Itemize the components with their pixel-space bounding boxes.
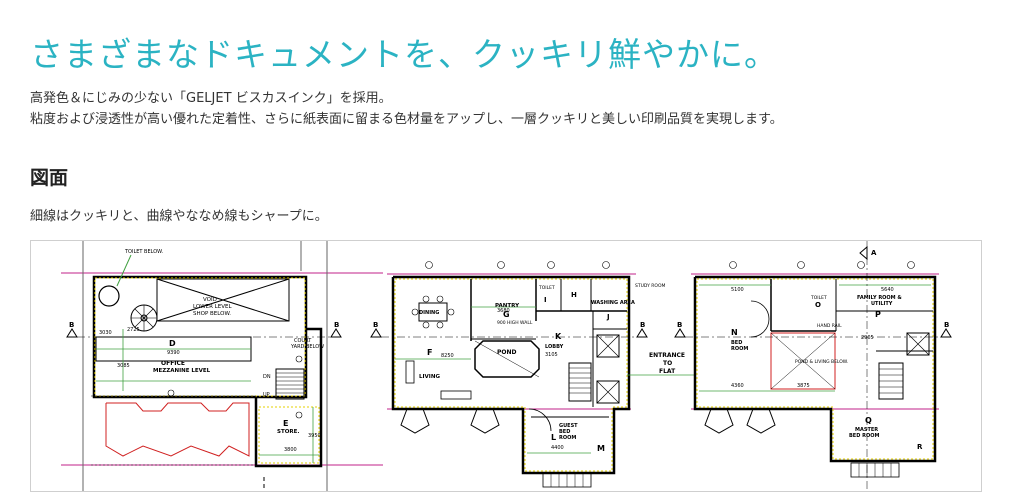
floor-plan-upper-level: N BED ROOM 5100 4360 POND & LIVING BELOW… (674, 241, 952, 491)
svg-text:3875: 3875 (797, 383, 810, 389)
svg-text:3680: 3680 (497, 308, 510, 314)
svg-text:B: B (69, 321, 74, 329)
svg-text:2905: 2905 (861, 335, 874, 341)
svg-text:N: N (731, 328, 738, 337)
entrance-label: ENTRANCE TO FLAT (627, 352, 695, 376)
svg-text:P: P (875, 310, 881, 319)
svg-text:L: L (551, 433, 556, 442)
svg-text:E: E (283, 419, 288, 428)
svg-text:2725: 2725 (127, 327, 140, 333)
svg-text:FAMILY ROOM &: FAMILY ROOM & (857, 295, 902, 301)
svg-text:3105: 3105 (545, 352, 558, 358)
svg-text:J: J (606, 313, 610, 321)
svg-text:5100: 5100 (731, 287, 744, 293)
svg-text:COURT: COURT (294, 338, 312, 344)
svg-text:Q: Q (865, 416, 872, 425)
svg-text:SHOP BELOW.: SHOP BELOW. (193, 311, 231, 317)
svg-text:G: G (503, 310, 510, 319)
svg-text:900 HIGH WALL: 900 HIGH WALL (497, 320, 533, 326)
svg-text:MASTER: MASTER (855, 427, 878, 433)
page-headline: さまざまなドキュメントを、クッキリ鮮やかに。 (30, 35, 778, 74)
intro-line-2: 粘度および浸透性が高い優れた定着性、さらに紙表面に留まる色材量をアップし、一層ク… (30, 112, 783, 127)
svg-text:I: I (544, 296, 547, 304)
floor-plan-mezzanine: TOILET BELOW. VOID LOWER LEVEL SHOP BELO… (61, 241, 383, 491)
svg-text:B: B (640, 321, 645, 329)
svg-text:YARD BELOW: YARD BELOW (290, 344, 324, 350)
svg-text:LOBBY: LOBBY (545, 344, 564, 350)
svg-text:WASHING AREA: WASHING AREA (591, 300, 635, 306)
svg-text:9390: 9390 (167, 350, 180, 356)
svg-text:VOID: VOID (203, 297, 217, 303)
svg-text:3950: 3950 (308, 433, 321, 439)
svg-text:DINING: DINING (419, 310, 439, 316)
svg-text:MEZZANINE LEVEL: MEZZANINE LEVEL (153, 368, 211, 374)
svg-text:4400: 4400 (551, 445, 564, 451)
svg-text:A: A (871, 249, 877, 257)
svg-text:O: O (815, 301, 821, 309)
svg-text:DN: DN (263, 374, 271, 380)
svg-text:B: B (944, 321, 949, 329)
svg-text:GUEST: GUEST (559, 423, 578, 429)
svg-text:5640: 5640 (881, 287, 894, 293)
floor-plan-drawing: TOILET BELOW. VOID LOWER LEVEL SHOP BELO… (30, 240, 982, 492)
svg-text:TOILET: TOILET (538, 285, 555, 291)
svg-text:TOILET: TOILET (810, 295, 827, 301)
svg-text:LIVING: LIVING (419, 374, 440, 380)
section-title: 図面 (30, 167, 69, 189)
label-toilet-below: TOILET BELOW. (124, 249, 164, 255)
svg-text:BED ROOM: BED ROOM (849, 433, 879, 439)
svg-text:B: B (677, 321, 682, 329)
svg-text:HAND RAIL: HAND RAIL (817, 323, 842, 329)
svg-text:H: H (571, 291, 577, 299)
svg-text:BED: BED (559, 429, 570, 435)
svg-text:BED: BED (731, 340, 742, 346)
svg-text:K: K (555, 332, 562, 341)
svg-text:PANTRY: PANTRY (495, 303, 520, 309)
svg-text:TO: TO (663, 360, 672, 367)
svg-text:3085: 3085 (117, 363, 130, 369)
svg-text:8250: 8250 (441, 353, 454, 359)
svg-text:4360: 4360 (731, 383, 744, 389)
svg-text:POND & LIVING BELOW.: POND & LIVING BELOW. (795, 359, 848, 365)
svg-text:B: B (373, 321, 378, 329)
svg-text:ROOM: ROOM (559, 435, 576, 441)
svg-text:3800: 3800 (284, 447, 297, 453)
svg-text:STORE.: STORE. (277, 429, 299, 435)
section-description: 細線はクッキリと、曲線やななめ線もシャープに。 (30, 209, 328, 224)
svg-text:ENTRANCE: ENTRANCE (649, 352, 685, 359)
intro-text: 高発色＆にじみの少ない「GELJET ビスカスインク」を採用。 粘度および浸透性… (30, 88, 783, 130)
svg-text:B: B (334, 321, 339, 329)
svg-text:OFFICE: OFFICE (161, 360, 185, 367)
svg-text:STUDY ROOM: STUDY ROOM (635, 283, 666, 289)
svg-text:UTILITY: UTILITY (871, 301, 893, 307)
svg-text:POND: POND (497, 349, 517, 356)
svg-text:R: R (917, 443, 923, 451)
svg-text:FLAT: FLAT (659, 368, 676, 375)
intro-line-1: 高発色＆にじみの少ない「GELJET ビスカスインク」を採用。 (30, 91, 392, 106)
svg-text:LOWER LEVEL: LOWER LEVEL (193, 304, 232, 310)
svg-text:F: F (427, 348, 432, 357)
svg-text:D: D (169, 339, 176, 348)
svg-text:ROOM: ROOM (731, 346, 748, 352)
svg-text:M: M (597, 444, 605, 453)
floor-plan-ground-level: POND DINING F 8250 LIVING 3680 PANTRY G … (370, 261, 666, 488)
svg-text:3030: 3030 (99, 330, 112, 336)
svg-text:UP: UP (263, 392, 270, 398)
